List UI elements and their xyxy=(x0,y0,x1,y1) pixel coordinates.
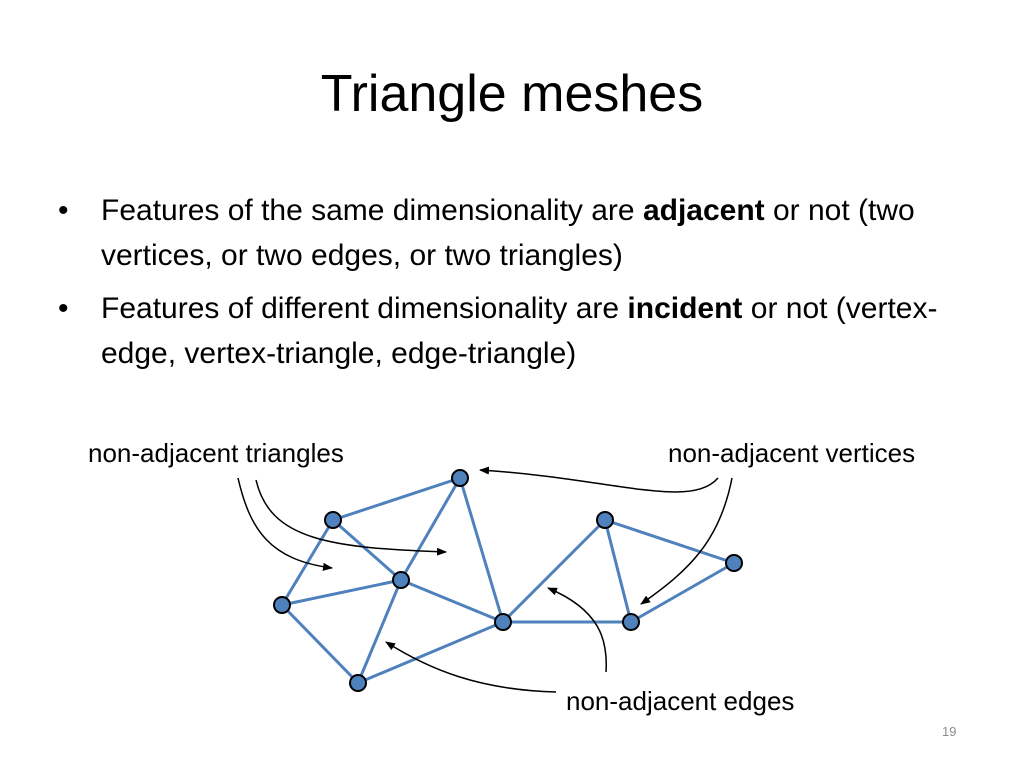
mesh-edge-e-c xyxy=(356,579,403,684)
mesh-edge-d-e xyxy=(280,603,360,685)
mesh-vertex-i xyxy=(725,554,743,572)
slide-title: Triangle meshes xyxy=(320,65,704,123)
mesh-edge-h-i xyxy=(630,561,735,624)
mesh-edge-b-c xyxy=(332,518,402,582)
arrow-triangle-left xyxy=(237,477,333,571)
mesh-edge-g-h xyxy=(603,519,633,623)
bullet-text-before: Features of different dimensionality are xyxy=(101,292,628,325)
mesh-vertices xyxy=(273,469,743,692)
arrow-edge-right xyxy=(547,587,608,673)
mesh-vertex-b xyxy=(324,511,342,529)
mesh-edge-e-f xyxy=(357,620,504,685)
mesh-edge-c-f xyxy=(400,578,504,624)
bullet-text-after: or not (vertex-edge, vertex-triangle, ed… xyxy=(101,292,938,370)
bullet-dot: • xyxy=(58,194,69,227)
bullet-item-incident: • Features of different dimensionality a… xyxy=(58,286,978,376)
bullet-text-before: Features of the same dimensionality are xyxy=(101,194,643,227)
bullet-dot: • xyxy=(58,292,69,325)
mesh-edge-d-c xyxy=(281,578,402,607)
slide-number: 19 xyxy=(942,724,957,739)
annotation-arrows xyxy=(237,466,733,693)
mesh-vertex-c xyxy=(392,571,410,589)
label-non-adjacent-triangles: non-adjacent triangles xyxy=(88,438,344,468)
arrow-vertex-right xyxy=(640,477,733,605)
mesh-edges xyxy=(280,476,735,685)
mesh-edge-a-c xyxy=(399,477,462,581)
mesh-vertex-h xyxy=(622,613,640,631)
arrow-triangle-right xyxy=(255,479,447,556)
mesh-edge-b-a xyxy=(332,476,461,522)
label-non-adjacent-vertices: non-adjacent vertices xyxy=(668,438,916,468)
bullet-emphasis-adjacent: adjacent xyxy=(642,194,765,227)
bullet-text-after: or not (two vertices, or two edges, or t… xyxy=(101,194,915,272)
bullet-emphasis-incident: incident xyxy=(627,292,743,325)
bullet-list: • Features of the same dimensionality ar… xyxy=(58,188,978,384)
arrow-edge-left xyxy=(385,641,557,693)
bullet-item-adjacent: • Features of the same dimensionality ar… xyxy=(58,188,978,278)
mesh-vertex-f xyxy=(494,613,512,631)
mesh-vertex-g xyxy=(596,511,614,529)
mesh-vertex-e xyxy=(349,674,367,692)
arrow-vertex-top xyxy=(479,466,719,493)
label-non-adjacent-edges: non-adjacent edges xyxy=(566,686,795,716)
mesh-vertex-a xyxy=(451,469,469,487)
mesh-edge-a-f xyxy=(458,477,505,623)
mesh-vertex-d xyxy=(273,596,291,614)
mesh-edge-g-i xyxy=(604,518,735,565)
mesh-edge-f-g xyxy=(501,518,607,624)
